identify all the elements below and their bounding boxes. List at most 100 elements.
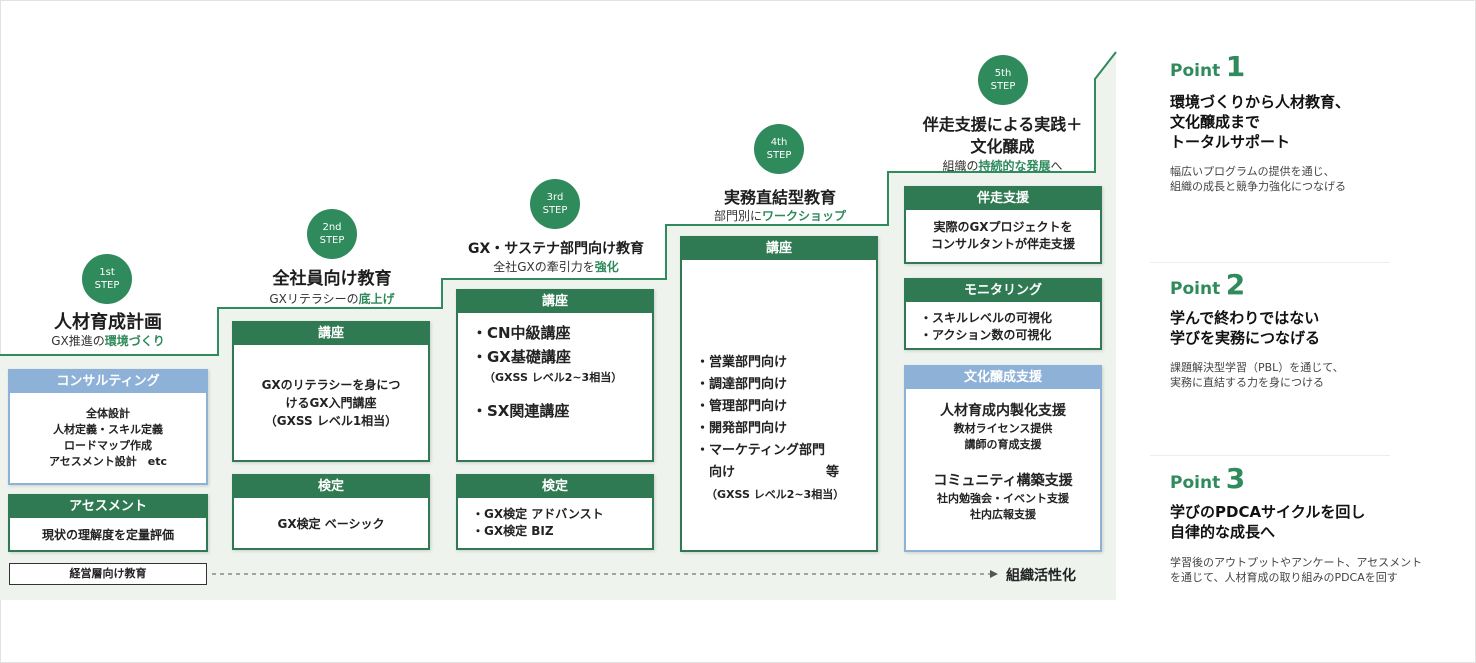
sub-highlight: 底上げ <box>358 292 395 306</box>
monitoring-header: モニタリング <box>906 280 1100 302</box>
sub-pre: 全社GXの牽引力を <box>493 260 595 274</box>
result-label: 組織活性化 <box>1006 568 1076 584</box>
step-sub-3: 全社GXの牽引力を強化 <box>446 258 666 275</box>
culture-header: 文化醸成支援 <box>906 367 1100 389</box>
point-desc-line: 学習後のアウトプットやアンケート、アセスメント <box>1170 556 1423 569</box>
step-num: 2nd <box>322 222 342 233</box>
sub-highlight: 持続的な発展 <box>978 159 1051 173</box>
exam-body-3: ・GX検定 アドバンスト ・GX検定 BIZ <box>458 498 652 540</box>
culture-group-title: コミュニティ構築支援 <box>933 473 1073 489</box>
assessment-body: 現状の理解度を定量評価 <box>41 527 174 542</box>
sub-pre: 部門別に <box>713 209 762 223</box>
course-item: ・営業部門向け <box>696 355 788 370</box>
step-title-5b: 文化醸成 <box>970 137 1035 156</box>
step-sub-4: 部門別にワークショップ <box>680 207 880 224</box>
monitoring-item: ・スキルレベルの可視化 <box>920 311 1053 325</box>
consulting-header: コンサルティング <box>10 371 206 393</box>
point-separator <box>1150 262 1390 263</box>
point-desc-line: 課題解決型学習（PBL）を通じて、 <box>1170 361 1344 374</box>
culture-item: 社内勉強会・イベント支援 <box>937 492 1069 505</box>
culture-group-title: 人材育成内製化支援 <box>940 403 1066 419</box>
point-heading-line: 学んで終わりではない <box>1170 309 1320 327</box>
point-heading-line: 自律的な成長へ <box>1170 523 1276 541</box>
point-3-label: Point 3 <box>1170 462 1245 495</box>
point-separator <box>1150 455 1390 456</box>
course-item: ・調達部門向け <box>696 377 788 392</box>
sub-pre: GX推進の <box>51 334 105 348</box>
course-body-3: ・CN中級講座 ・GX基礎講座 （GXSS レベル2~3相当） ・SX関連講座 <box>458 313 652 423</box>
assessment-box: アセスメント 現状の理解度を定量評価 <box>8 494 208 552</box>
sub-pre: 組織の <box>942 159 979 173</box>
monitoring-body: ・スキルレベルの可視化 ・アクション数の可視化 <box>906 302 1100 344</box>
point-2-heading: 学んで終わりではない 学びを実務につなげる <box>1170 308 1320 348</box>
monitoring-item: ・アクション数の可視化 <box>920 328 1052 342</box>
course-header: 講座 <box>458 291 652 313</box>
point-word: Point <box>1170 473 1221 493</box>
point-number: 3 <box>1225 462 1246 495</box>
point-desc-line: を通じて、人材育成の取り組みのPDCAを回す <box>1170 571 1398 584</box>
support-line: 実際のGXプロジェクトを <box>933 220 1073 234</box>
step-sub-2: GXリテラシーの底上げ <box>232 290 432 307</box>
step-num: 3rd <box>546 192 564 203</box>
exam-body-2: GX検定 ベーシック <box>277 516 385 531</box>
sub-highlight: 強化 <box>594 260 619 274</box>
point-heading-line: 学びのPDCAサイクルを回し <box>1170 503 1366 521</box>
step-num: 1st <box>99 267 115 278</box>
point-desc-line: 実務に直結する力を身につける <box>1170 376 1324 389</box>
exam-item: ・GX検定 BIZ <box>472 524 554 538</box>
exam-item: ・GX検定 アドバンスト <box>472 507 604 521</box>
point-word: Point <box>1170 279 1221 299</box>
exec-education-box: 経営層向け教育 <box>9 563 207 585</box>
course-line: GXのリテラシーを身につ <box>261 377 401 392</box>
consulting-item: 人材定義・スキル定義 <box>53 423 163 436</box>
exam-header: 検定 <box>234 476 428 498</box>
exam-box-2: 検定 GX検定 ベーシック <box>232 474 430 550</box>
course-item: ・SX関連講座 <box>472 402 570 420</box>
point-heading-line: 環境づくりから人材教育、 <box>1170 93 1351 111</box>
point-2-label: Point 2 <box>1170 268 1245 301</box>
culture-item: 社内広報支援 <box>970 508 1036 521</box>
step-title-1: 人材育成計画 <box>54 312 162 333</box>
step-title-4: 実務直結型教育 <box>723 188 836 207</box>
support-body: 実際のGXプロジェクトを コンサルタントが伴走支援 <box>906 210 1100 262</box>
course-item: ・管理部門向け <box>696 399 788 414</box>
course-header: 講座 <box>682 238 876 260</box>
culture-item: 講師の育成支援 <box>964 438 1042 451</box>
staircase-line <box>0 51 1117 356</box>
course-line: けるGX入門講座 <box>285 395 377 410</box>
progress-arrow-head <box>990 570 998 578</box>
step-title-5a: 伴走支援による実践＋ <box>922 115 1083 134</box>
point-heading-line: 学びを実務につなげる <box>1170 329 1321 347</box>
sub-highlight: 環境づくり <box>104 334 165 348</box>
culture-box: 文化醸成支援 人材育成内製化支援 教材ライセンス提供 講師の育成支援 コミュニテ… <box>904 365 1102 552</box>
consulting-box: コンサルティング 全体設計 人材定義・スキル定義 ロードマップ作成 アセスメント… <box>8 369 208 485</box>
course-item: （GXSS レベル2~3相当） <box>706 488 845 501</box>
course-line: （GXSS レベル1相当） <box>264 413 398 428</box>
assessment-header: アセスメント <box>10 496 206 518</box>
sub-pre: GXリテラシーの <box>269 292 359 306</box>
step-label: STEP <box>990 81 1016 92</box>
sub-highlight: ワークショップ <box>762 209 847 223</box>
point-number: 1 <box>1225 50 1246 83</box>
course-item: 向け 等 <box>696 465 840 480</box>
point-3-heading: 学びのPDCAサイクルを回し 自律的な成長へ <box>1170 502 1365 542</box>
monitoring-box: モニタリング ・スキルレベルの可視化 ・アクション数の可視化 <box>904 278 1102 350</box>
step-sub-5: 組織の持続的な発展へ <box>890 157 1115 174</box>
consulting-item: アセスメント設計 etc <box>48 455 168 468</box>
step-sub-1: GX推進の環境づくり <box>8 332 208 349</box>
step-num: 5th <box>994 68 1012 79</box>
step-title-3: GX・サステナ部門向け教育 <box>467 241 644 257</box>
point-1-label: Point 1 <box>1170 50 1245 83</box>
point-1-heading: 環境づくりから人材教育、 文化醸成まで トータルサポート <box>1170 92 1350 152</box>
step-label: STEP <box>94 280 120 291</box>
point-heading-line: トータルサポート <box>1170 133 1291 151</box>
step-label: STEP <box>319 235 345 246</box>
course-body-4: ・営業部門向け ・調達部門向け ・管理部門向け ・開発部門向け ・マーケティング… <box>682 260 876 506</box>
course-item: ・開発部門向け <box>696 421 788 436</box>
course-body-2: GXのリテラシーを身につ けるGX入門講座 （GXSS レベル1相当） <box>234 345 428 460</box>
course-box-2: 講座 GXのリテラシーを身につ けるGX入門講座 （GXSS レベル1相当） <box>232 321 430 462</box>
point-desc-line: 組織の成長と競争力強化につなげる <box>1170 180 1346 193</box>
